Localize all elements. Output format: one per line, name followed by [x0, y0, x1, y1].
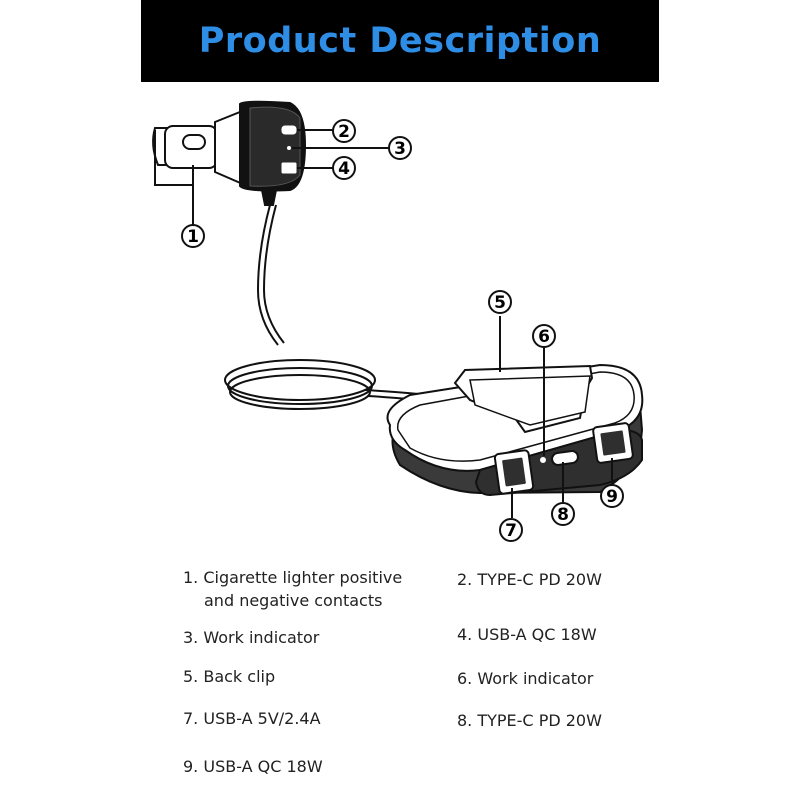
- header-banner: Product Description: [141, 0, 659, 82]
- callout-leaders-top: [292, 129, 389, 169]
- desc-1: 1. Cigarette lighter positive and negati…: [183, 566, 402, 612]
- callout-1-leader: [154, 130, 194, 225]
- desc-6: 6. Work indicator: [457, 669, 594, 688]
- callout-9: 9: [600, 484, 624, 508]
- product-diagram: 1 2 3 4 5 6 7 8 9: [152, 100, 644, 542]
- callout-8: 8: [551, 502, 575, 526]
- desc-5: 5. Back clip: [183, 667, 276, 686]
- callout-1: 1: [181, 224, 205, 248]
- svg-text:8: 8: [557, 505, 569, 525]
- coiled-cable-icon: [224, 204, 441, 410]
- callout-2: 2: [332, 119, 356, 143]
- desc-1-line1: 1. Cigarette lighter positive: [183, 568, 403, 587]
- desc-2: 2. TYPE-C PD 20W: [457, 570, 602, 589]
- desc-7: 7. USB-A 5V/2.4A: [183, 709, 321, 728]
- svg-text:4: 4: [338, 159, 350, 179]
- callout-5: 5: [488, 290, 512, 314]
- desc-8: 8. TYPE-C PD 20W: [457, 711, 602, 730]
- callout-3: 3: [388, 136, 412, 160]
- desc-1-line2: and negative contacts: [204, 591, 383, 610]
- callout-leaders-hub: [499, 316, 613, 518]
- svg-text:7: 7: [505, 521, 517, 541]
- usb-hub-icon: [386, 363, 644, 497]
- callout-6: 6: [532, 324, 556, 348]
- svg-text:2: 2: [338, 122, 350, 142]
- svg-text:3: 3: [394, 139, 406, 159]
- svg-text:5: 5: [494, 293, 506, 313]
- car-charger-icon: [152, 100, 307, 206]
- svg-text:1: 1: [187, 227, 199, 247]
- desc-4: 4. USB-A QC 18W: [457, 625, 597, 644]
- desc-3: 3. Work indicator: [183, 628, 320, 647]
- callout-7: 7: [499, 518, 523, 542]
- callout-4: 4: [332, 156, 356, 180]
- desc-9: 9. USB-A QC 18W: [183, 757, 323, 776]
- svg-text:6: 6: [538, 327, 550, 347]
- svg-text:9: 9: [606, 487, 618, 507]
- page-title: Product Description: [198, 21, 602, 61]
